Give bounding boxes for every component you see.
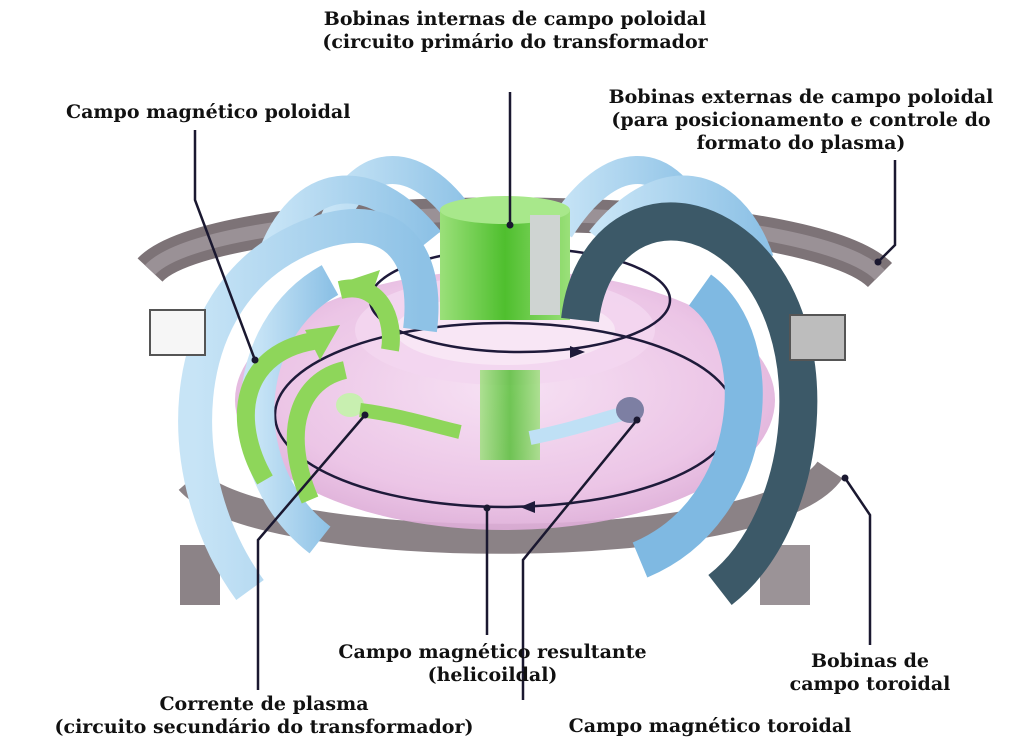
outer-coil-end-front-right <box>790 315 845 360</box>
outer-coil-end-front-left <box>150 310 205 355</box>
label-poloidal-field: Campo magnético poloidal <box>66 101 350 124</box>
label-toroidal-coils: Bobinas de campo toroidal <box>760 650 980 696</box>
label-inner-poloidal-coils: Bobinas internas de campo poloidal (circ… <box>300 8 730 54</box>
label-toroidal-field: Campo magnético toroidal <box>530 715 890 738</box>
leader-outer-poloidal <box>878 160 895 262</box>
leader-toroidal-coils <box>845 478 870 645</box>
label-resultant-field: Campo magnético resultante (helicoildal) <box>310 641 675 687</box>
label-plasma-current: Corrente de plasma (circuito secundário … <box>4 693 524 739</box>
label-outer-poloidal-coils: Bobinas externas de campo poloidal (para… <box>572 86 1030 155</box>
